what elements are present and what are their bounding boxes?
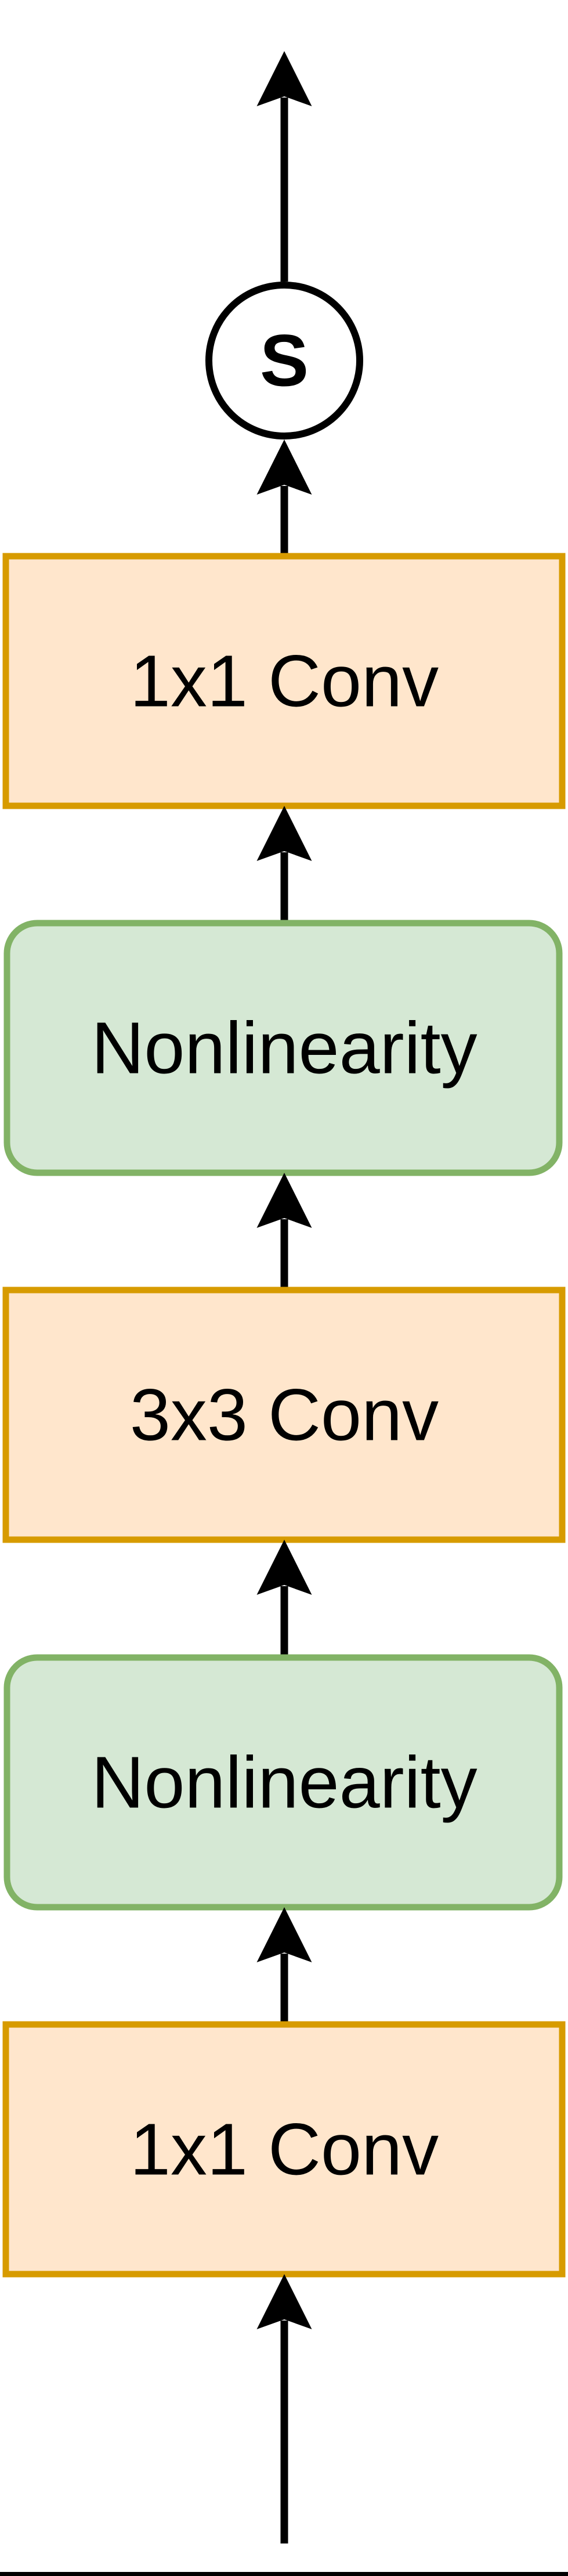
node-box <box>3 1654 563 1911</box>
flow-arrow-up-icon <box>256 1173 312 1289</box>
input-arrow-up-icon <box>256 2274 312 2543</box>
output-arrow-up-icon <box>256 51 312 282</box>
input-arrowhead-icon <box>256 2274 312 2329</box>
flow-arrowhead-icon <box>256 806 312 861</box>
flow-arrowhead-icon <box>256 1540 312 1595</box>
node-conv-3x3: 3x3 Conv <box>2 1287 566 1543</box>
node-conv-1x1-top: 1x1 Conv <box>2 553 566 809</box>
node-box <box>2 553 566 809</box>
flow-arrowhead-icon <box>256 1173 312 1228</box>
flow-arrowhead-icon <box>256 1907 312 1962</box>
output-arrowhead-icon <box>256 51 312 106</box>
node-label: 1x1 Conv <box>130 640 439 722</box>
node-label: Nonlinearity <box>91 1742 477 1824</box>
sum-circle <box>205 282 363 439</box>
flow-arrow-up-icon <box>256 439 312 555</box>
flow-arrowhead-icon <box>256 439 312 495</box>
bottom-rule <box>0 2572 568 2576</box>
node-box <box>2 2021 566 2278</box>
sum-label: S <box>260 320 309 402</box>
node-conv-1x1-bottom: 1x1 Conv <box>2 2021 566 2278</box>
node-label: 3x3 Conv <box>130 1374 439 1456</box>
node-label: 1x1 Conv <box>130 2109 439 2190</box>
node-label: Nonlinearity <box>91 1007 477 1089</box>
node-box <box>3 920 563 1176</box>
flow-arrow-up-icon <box>256 1907 312 2023</box>
node-box <box>2 1287 566 1543</box>
node-nonlinearity-lower: Nonlinearity <box>3 1654 563 1911</box>
flow-arrow-up-icon <box>256 806 312 922</box>
node-nonlinearity-upper: Nonlinearity <box>3 920 563 1176</box>
flow-arrow-up-icon <box>256 1540 312 1656</box>
